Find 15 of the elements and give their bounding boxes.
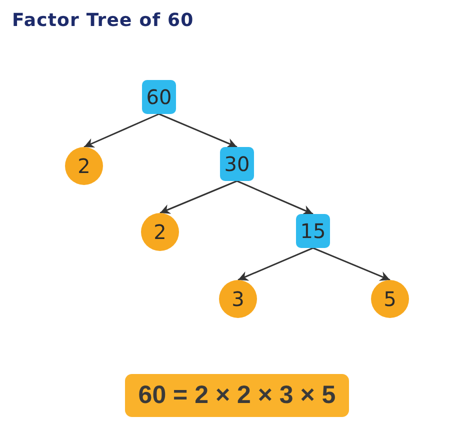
arrow xyxy=(312,247,390,281)
prime-factor-circle: 2 xyxy=(141,213,179,251)
prime-factor-circle: 2 xyxy=(65,147,103,185)
prime-factor-circle: 5 xyxy=(371,280,409,318)
factor-box: 30 xyxy=(220,147,254,181)
arrow xyxy=(160,180,238,214)
factor-box: 15 xyxy=(296,214,330,248)
equation-banner: 60 = 2 × 2 × 3 × 5 xyxy=(125,374,349,417)
arrow xyxy=(238,247,314,281)
arrow xyxy=(158,113,238,148)
factor-box: 60 xyxy=(142,80,176,114)
arrow xyxy=(236,180,314,215)
prime-factor-circle: 3 xyxy=(219,280,257,318)
arrow xyxy=(84,113,160,148)
title: Factor Tree of 60 xyxy=(12,10,194,31)
